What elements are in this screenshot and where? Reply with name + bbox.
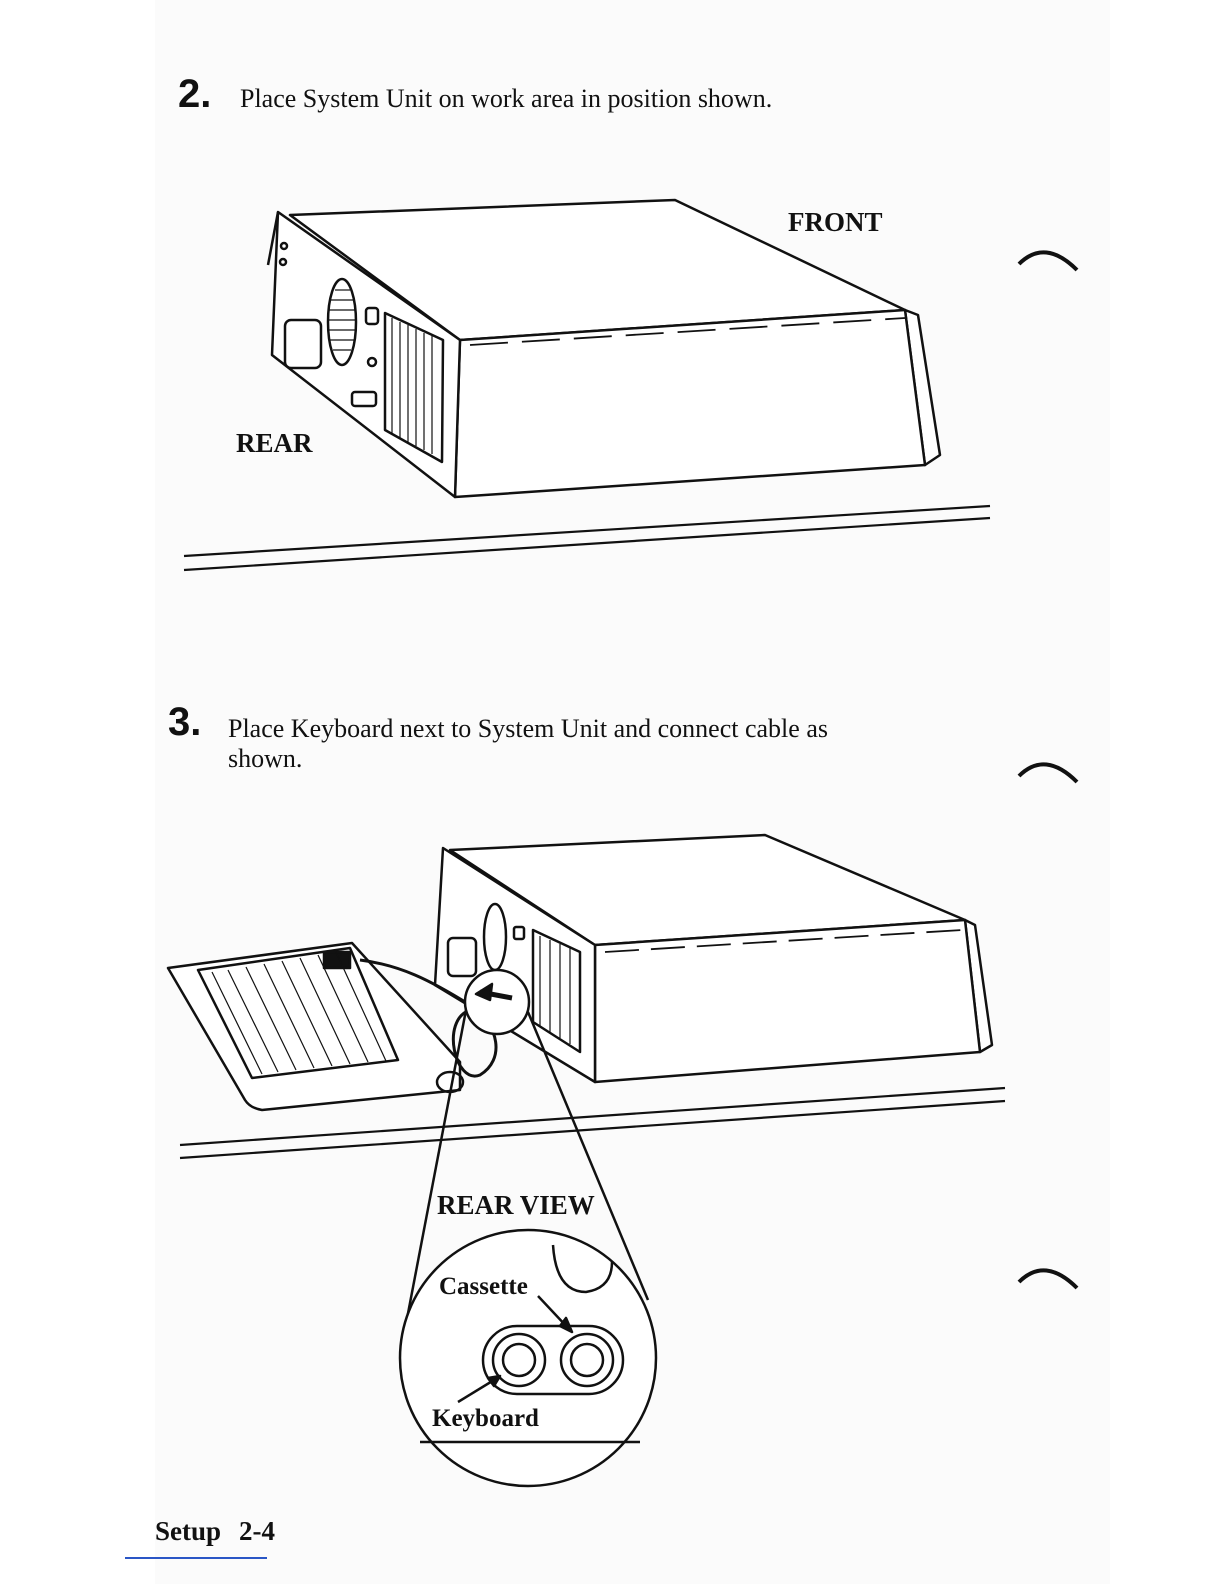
cassette-label: Cassette	[439, 1273, 528, 1300]
magnify-circle	[465, 970, 529, 1034]
keyboard-label: Keyboard	[432, 1405, 539, 1432]
margin-tab-mark	[1015, 752, 1085, 792]
footer-page-number: 2-4	[239, 1516, 275, 1546]
unit2-side	[595, 920, 980, 1082]
rear-view-circle	[400, 1230, 656, 1486]
margin-tab-mark	[1015, 240, 1085, 280]
footer-section: Setup	[155, 1516, 221, 1546]
page-footer: Setup 2-4	[155, 1516, 275, 1547]
margin-tab-mark	[1015, 1258, 1085, 1298]
footer-rule	[125, 1557, 267, 1559]
rear-view-label: REAR VIEW	[437, 1190, 595, 1220]
